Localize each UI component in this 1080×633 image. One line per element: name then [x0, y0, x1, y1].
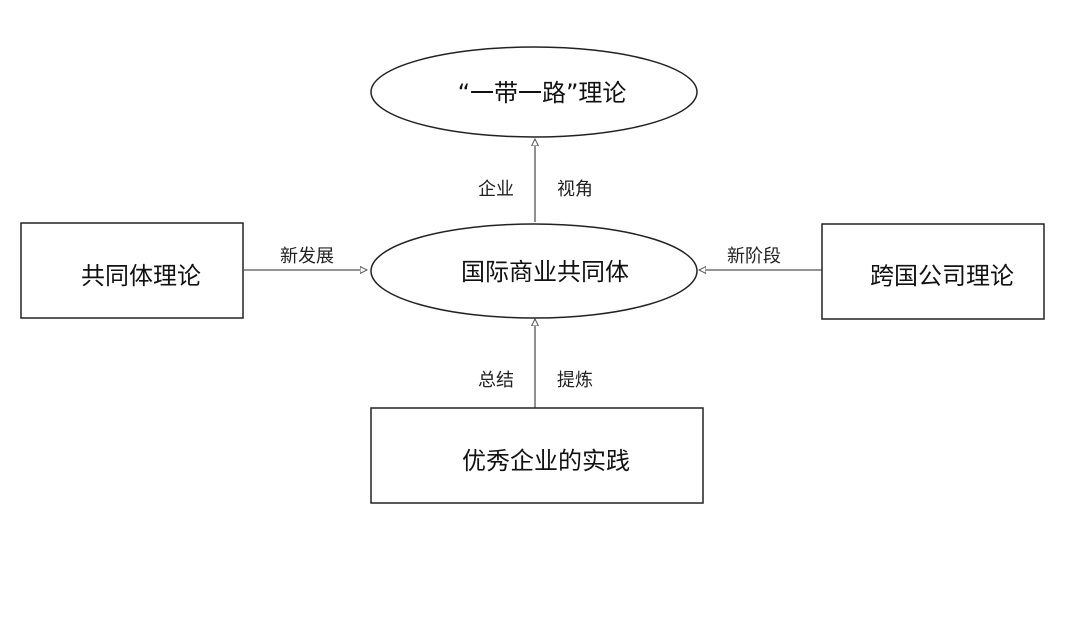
edge-bottom-to-center-label-left: 总结 — [478, 370, 514, 391]
node-bottom: 优秀企业的实践 — [370, 407, 704, 504]
node-top-label: “一带一路”理论 — [458, 79, 627, 107]
edge-right-to-center-label: 新阶段 — [727, 246, 781, 267]
edge-left-to-center-label: 新发展 — [280, 246, 334, 267]
node-right: 跨国公司理论 — [821, 223, 1045, 320]
node-center-label: 国际商业共同体 — [461, 258, 629, 286]
edge-center-to-top-label-right: 视角 — [557, 179, 593, 200]
node-left: 共同体理论 — [20, 222, 244, 319]
edge-center-to-top: 企业 视角 — [478, 139, 593, 222]
node-center: 国际商业共同体 — [370, 223, 698, 319]
node-top: “一带一路”理论 — [370, 46, 698, 138]
node-bottom-box — [370, 407, 704, 504]
node-left-label: 共同体理论 — [81, 262, 201, 290]
node-center-ellipse — [370, 223, 698, 319]
edge-bottom-to-center-label-right: 提炼 — [557, 370, 593, 391]
edge-right-to-center: 新阶段 — [699, 246, 822, 270]
edge-center-to-top-label-left: 企业 — [478, 179, 514, 200]
node-left-box — [20, 222, 244, 319]
node-right-label: 跨国公司理论 — [870, 262, 1014, 290]
edge-left-to-center: 新发展 — [244, 246, 367, 270]
node-top-ellipse — [370, 46, 698, 138]
node-bottom-label: 优秀企业的实践 — [462, 447, 630, 475]
node-right-box — [821, 223, 1045, 320]
edge-bottom-to-center: 总结 提炼 — [478, 319, 593, 408]
